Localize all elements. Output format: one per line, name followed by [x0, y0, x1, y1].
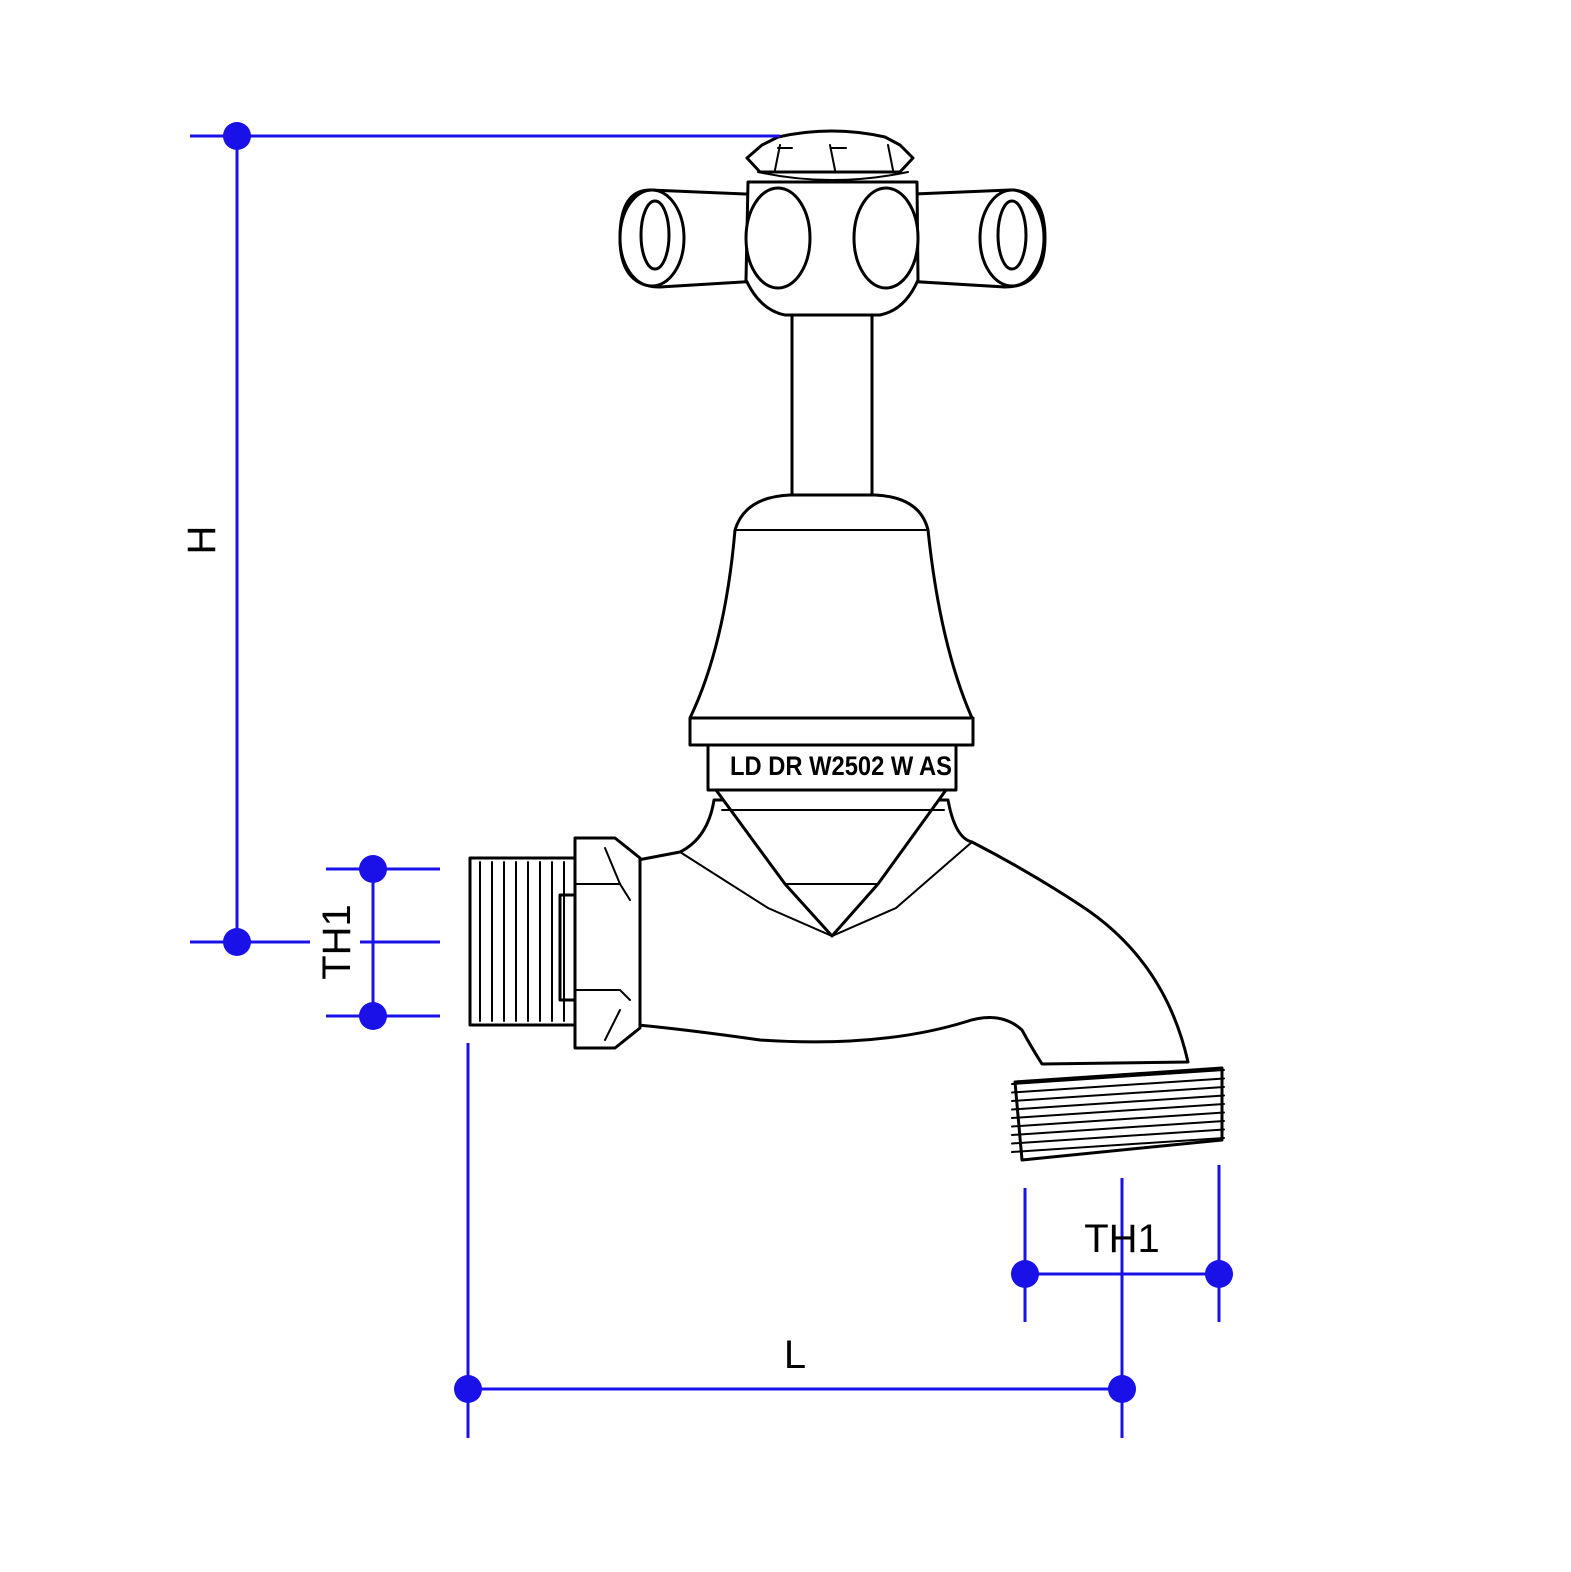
outlet-thread-label: TH1: [1084, 1217, 1160, 1261]
dimension-endpoint: [359, 1002, 387, 1030]
tap-outline: LD DR W2502 W AS: [468, 129, 1225, 1162]
bell-bonnet: [688, 493, 974, 720]
thread-groove: [1011, 1137, 1225, 1153]
thread-groove: [1011, 1111, 1225, 1128]
dimension-endpoint: [1108, 1375, 1136, 1403]
thread-groove: [1011, 1086, 1225, 1102]
height-label: H: [180, 526, 224, 555]
dimension-endpoint: [223, 122, 251, 150]
inlet-thread-label: TH1: [315, 904, 359, 980]
thread-groove: [1011, 1103, 1225, 1119]
thread-groove: [1011, 1120, 1225, 1136]
inlet-thread: [468, 856, 577, 1027]
outlet-thread: [1011, 1066, 1225, 1162]
dimension-lines: [190, 122, 1233, 1438]
dimension-endpoint: [1205, 1260, 1233, 1288]
thread-groove: [1011, 1128, 1225, 1145]
body-marking: LD DR W2502 W AS: [730, 751, 952, 781]
dimension-endpoint: [223, 928, 251, 956]
inlet-nut: [573, 836, 642, 1050]
spout-body: [636, 798, 1190, 1066]
length-label: L: [784, 1333, 806, 1377]
dimension-endpoint: [359, 855, 387, 883]
marking-band: [706, 743, 958, 792]
dimension-endpoint: [454, 1375, 482, 1403]
thread-groove: [1011, 1069, 1225, 1085]
spindle: [790, 308, 874, 497]
thread-groove: [1011, 1094, 1225, 1111]
dimension-endpoint: [1011, 1260, 1039, 1288]
bonnet-flange: [688, 716, 975, 747]
handle-cap: [745, 129, 915, 174]
thread-groove: [1011, 1077, 1225, 1094]
